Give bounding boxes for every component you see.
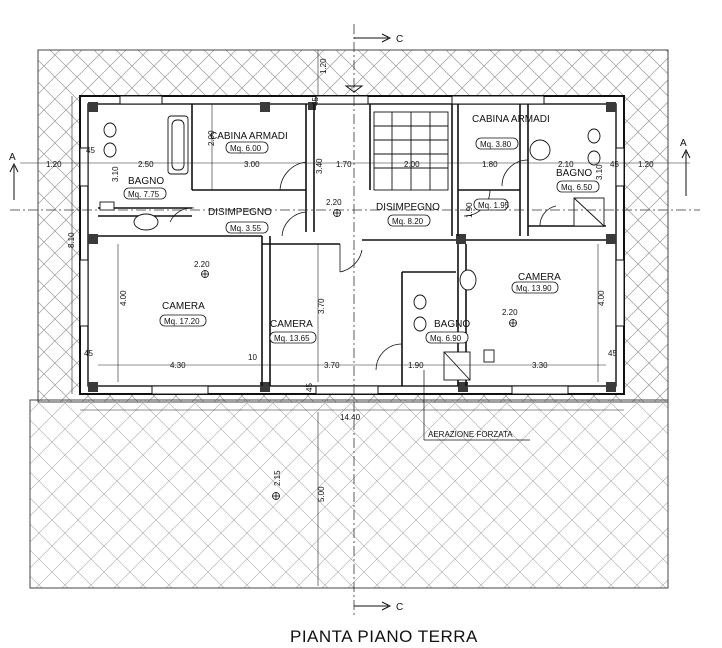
room-area-camera-left: Mq. 17.20 [164,317,200,326]
dim-10: 10 [248,353,257,362]
section-c-bottom: C [396,602,403,613]
dim-250: 2.50 [138,160,154,169]
room-name-cabina-left: CABINA ARMADI [210,131,288,142]
room-area-camera-right: Mq. 13.90 [516,284,552,293]
room-area-cabina-right: Mq. 3.80 [480,140,512,149]
staircase [373,111,449,191]
dim-45-a: 45 [86,146,95,155]
dim-left-120: 1.20 [46,160,62,169]
room-area-small: Mq. 1.95 [478,201,510,210]
room-area-camera-center: Mq. 13.65 [274,334,310,343]
height-camera-left: 2.20 [194,260,210,269]
height-camera-right: 2.20 [502,308,518,317]
dimension-labels: 1.20 1.20 1.20 45 45 45 45 45 45 2.50 3.… [46,58,654,502]
dim-400-b: 4.00 [597,290,606,306]
columns [88,102,616,392]
dim-45-b: 45 [311,97,320,106]
section-a-left: A [9,152,16,163]
room-area-bagno-left: Mq. 7.75 [128,190,160,199]
height-terrace: 2.15 [273,470,282,486]
dim-200-v: 2.00 [207,130,216,146]
dim-180: 1.80 [482,160,498,169]
dim-200: 2.00 [404,160,420,169]
section-markers [9,33,691,611]
height-disimpegno: 2.20 [326,198,342,207]
dim-top-120: 1.20 [319,58,328,74]
section-c-top: C [396,34,403,45]
height-labels: 2.20 2.20 2.20 2.15 [194,198,518,486]
dim-190-b: 1.90 [465,202,474,218]
dim-300: 3.00 [244,160,260,169]
dim-right-120: 1.20 [638,160,654,169]
room-area-bagno-center: Mq. 6.90 [430,334,462,343]
dim-170: 1.70 [336,160,352,169]
room-name-disimpegno-right: DISIMPEGNO [376,202,440,213]
dim-45-f: 45 [305,383,314,392]
dim-330: 3.30 [532,361,548,370]
dim-45-e: 45 [608,349,617,358]
dim-500: 5.00 [317,486,326,502]
room-labels: BAGNO Mq. 7.75 CABINA ARMADI Mq. 6.00 DI… [128,114,593,343]
room-name-disimpegno-left: DISIMPEGNO [208,207,272,218]
fixtures [99,115,605,381]
dim-310-a: 3.10 [111,166,120,182]
dim-370-v: 3.70 [317,298,326,314]
room-area-disimpegno-left: Mq. 3.55 [230,224,262,233]
dim-370: 3.70 [324,361,340,370]
interior-walls [98,104,606,386]
dimension-lines [20,50,690,586]
section-lines [10,24,700,616]
room-area-cabina-left: Mq. 6.00 [230,144,262,153]
dim-45-d: 45 [84,349,93,358]
room-name-bagno-center: BAGNO [434,319,470,330]
room-area-bagno-right: Mq. 6.50 [561,183,593,192]
dim-340: 3.40 [315,158,324,174]
dim-1440: 14.40 [340,413,361,422]
level-markers [201,209,517,500]
windows [79,95,625,395]
dim-810: 8.10 [67,232,76,248]
terrace-hatch [29,399,669,589]
area-boxes [123,137,600,344]
dim-210: 2.10 [558,160,574,169]
room-area-disimpegno-right: Mq. 8.20 [392,217,424,226]
plan-title: PIANTA PIANO TERRA [290,627,478,646]
section-a-right: A [680,138,687,149]
dim-45-c: 45 [610,160,619,169]
room-name-bagno-right: BAGNO [556,168,592,179]
room-name-bagno-left: BAGNO [128,176,164,187]
room-name-cabina-right: CABINA ARMADI [472,114,550,125]
dim-430: 4.30 [170,361,186,370]
room-name-camera-right: CAMERA [518,272,561,283]
room-name-camera-center: CAMERA [270,319,313,330]
aeration-note: AERAZIONE FORZATA [428,430,513,439]
dim-400-a: 4.00 [119,290,128,306]
dim-190: 1.90 [408,361,424,370]
room-name-camera-left: CAMERA [162,301,205,312]
dim-310-b: 3.10 [595,164,604,180]
